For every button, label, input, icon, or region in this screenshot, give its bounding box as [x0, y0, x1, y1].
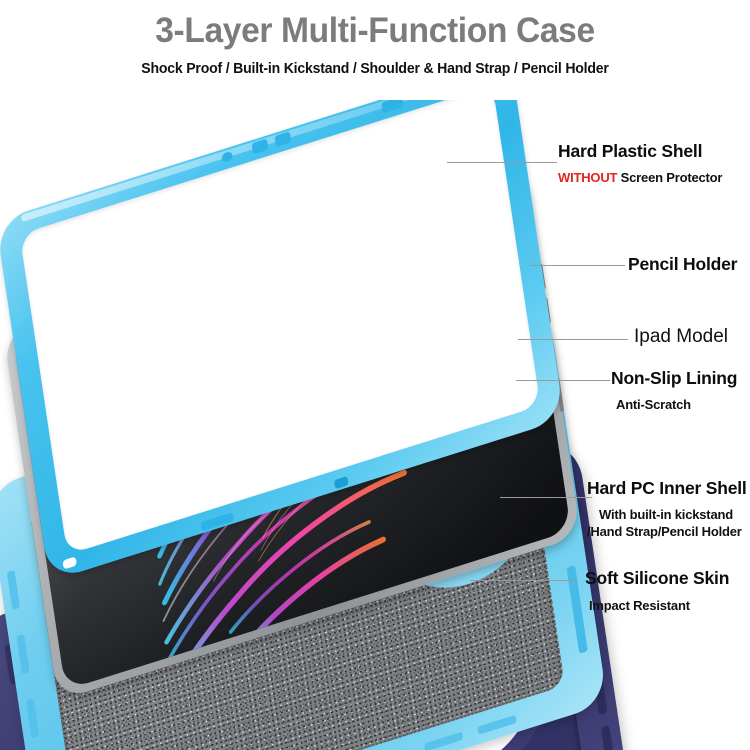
frame-tab — [62, 556, 77, 570]
page-title: 3-Layer Multi-Function Case — [155, 11, 595, 50]
callout-title: Hard PC Inner Shell — [587, 478, 747, 498]
callout-soft-silicone-skin: Soft Silicone Skin Impact Resistant — [585, 568, 729, 614]
callout-subtitle-rest: Screen Protector — [617, 170, 723, 185]
callout-subtitle: WITHOUT Screen Protector — [558, 169, 722, 186]
pc-shell-clip — [477, 714, 517, 735]
callout-subtitle-line2: /Hand Strap/Pencil Holder — [587, 524, 742, 539]
callout-subtitle: With built-in kickstand — [599, 507, 733, 522]
leader-line-hard-plastic-shell — [447, 162, 557, 163]
callout-title: Non-Slip Lining — [611, 368, 738, 388]
pc-shell-clip — [6, 569, 21, 611]
callout-pencil-holder: Pencil Holder — [628, 254, 737, 275]
pc-shell-clip — [16, 633, 30, 675]
product-exploded-view — [0, 100, 750, 750]
edge-mask — [600, 100, 750, 220]
page-subtitle: Shock Proof / Built-in Kickstand / Shoul… — [141, 61, 609, 77]
silicone-rib — [600, 724, 616, 750]
callout-hard-pc-inner-shell: Hard PC Inner Shell With built-in kickst… — [587, 478, 747, 540]
frame-notch — [381, 100, 404, 114]
leader-line-pencil-holder — [530, 265, 625, 266]
callout-title: Ipad Model — [634, 326, 729, 347]
frame-tab — [333, 475, 349, 490]
callout-subtitle: Impact Resistant — [589, 598, 690, 613]
callout-subtitle-emphasis: WITHOUT — [558, 170, 618, 185]
callout-ipad-model: Ipad Model — [634, 326, 728, 347]
leader-line-soft-silicone-skin — [470, 580, 578, 581]
leader-line-hard-pc-inner-shell — [500, 497, 592, 498]
callout-title: Hard Plastic Shell — [558, 141, 703, 161]
callout-hard-plastic-shell: Hard Plastic Shell WITHOUT Screen Protec… — [558, 141, 722, 186]
callout-title: Soft Silicone Skin — [585, 568, 730, 588]
edge-mask — [620, 220, 750, 400]
leader-line-non-slip-lining — [516, 380, 610, 381]
pc-shell-clip — [25, 697, 40, 739]
leader-line-ipad-model — [518, 339, 628, 340]
pc-shell-clip — [423, 731, 464, 750]
callout-non-slip-lining: Non-Slip Lining Anti-Scratch — [611, 368, 737, 413]
callout-subtitle: Anti-Scratch — [616, 397, 691, 412]
callout-title: Pencil Holder — [628, 254, 738, 274]
